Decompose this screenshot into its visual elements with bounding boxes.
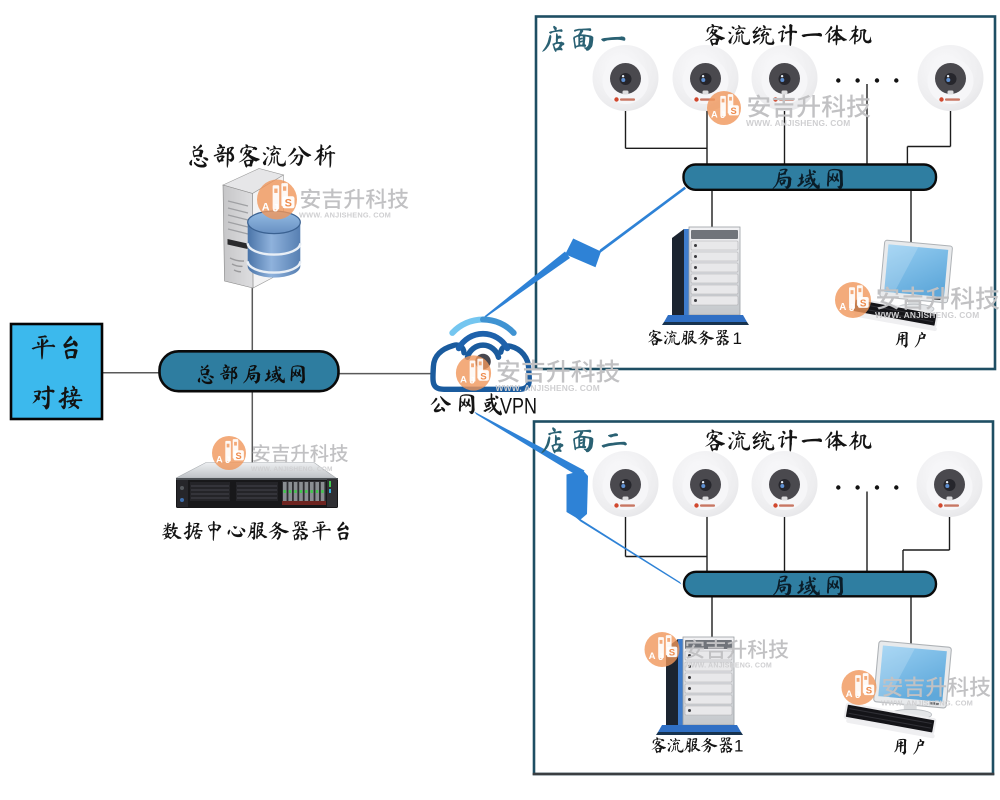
svg-text:WWW. ANJISHENG. COM: WWW. ANJISHENG. COM — [299, 210, 391, 219]
svg-text:WWW. ANJISHENG. COM: WWW. ANJISHENG. COM — [684, 662, 772, 669]
svg-text:A: A — [839, 302, 846, 313]
svg-text:J: J — [658, 652, 663, 663]
svg-text:J: J — [273, 203, 279, 215]
svg-text:A: A — [649, 651, 656, 662]
svg-text:WWW. ANJISHENG. COM: WWW. ANJISHENG. COM — [746, 118, 850, 128]
svg-text:J: J — [849, 303, 854, 314]
svg-text:A: A — [262, 201, 270, 213]
svg-text:S: S — [480, 371, 487, 382]
svg-text:WWW. ANJISHENG. COM: WWW. ANJISHENG. COM — [251, 466, 333, 473]
svg-text:A: A — [216, 454, 223, 464]
svg-text:S: S — [669, 648, 675, 659]
svg-text:S: S — [285, 198, 292, 210]
svg-text:A: A — [460, 375, 467, 386]
svg-text:1: 1 — [734, 737, 743, 756]
svg-text:WWW. ANJISHENG. COM: WWW. ANJISHENG. COM — [496, 383, 600, 393]
svg-text:VPN: VPN — [500, 394, 537, 419]
svg-text:S: S — [731, 106, 737, 116]
svg-text:J: J — [720, 110, 725, 120]
svg-text:A: A — [846, 689, 853, 700]
svg-text:1: 1 — [733, 329, 742, 348]
svg-text:WWW. ANJISHENG. COM: WWW. ANJISHENG. COM — [881, 698, 973, 707]
svg-text:S: S — [236, 451, 242, 461]
svg-text:J: J — [855, 690, 860, 701]
svg-text:WWW. ANJISHENG. COM: WWW. ANJISHENG. COM — [875, 310, 979, 320]
svg-text:S: S — [860, 298, 867, 309]
svg-text:J: J — [225, 455, 230, 465]
svg-text:S: S — [866, 686, 872, 697]
svg-text:J: J — [470, 376, 475, 387]
svg-text:A: A — [711, 109, 718, 119]
